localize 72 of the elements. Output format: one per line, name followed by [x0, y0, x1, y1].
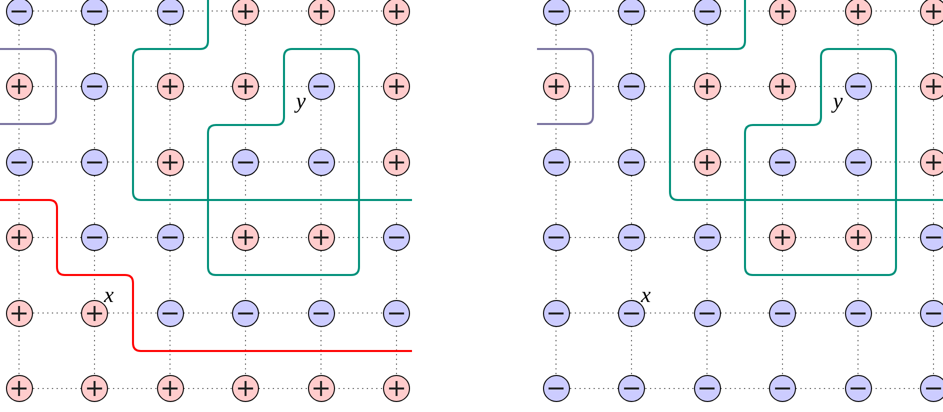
plus-spin-circle: + — [156, 375, 184, 402]
minus-spin-circle: − — [542, 375, 570, 402]
plus-spin-circle: + — [6, 73, 32, 100]
plus-spin-circle: + — [383, 0, 410, 24]
plus-spin-circle: + — [542, 73, 570, 100]
minus-spin-circle: − — [694, 224, 720, 251]
minus-spin-circle: − — [844, 300, 872, 326]
plus-spin-circle: + — [920, 0, 943, 24]
minus-spin-circle: − — [618, 148, 645, 176]
minus-spin-circle: − — [694, 0, 720, 24]
plus-spin-circle: + — [383, 375, 410, 402]
minus-spin-circle: − — [769, 375, 796, 402]
plus-spin-circle: + — [232, 0, 259, 24]
minus-spin-circle: − — [694, 300, 720, 326]
plus-spin-circle: + — [769, 224, 796, 251]
plus-spin-circle: + — [694, 148, 720, 176]
minus-spin-circle: − — [618, 73, 645, 100]
minus-spin-circle: − — [542, 148, 570, 176]
plus-spin-circle: + — [232, 375, 259, 402]
minus-spin-circle: − — [542, 224, 570, 251]
minus-spin-circle: − — [383, 300, 410, 326]
minus-spin-circle: − — [6, 148, 32, 176]
minus-spin-circle: − — [844, 148, 872, 176]
plus-spin-circle: + — [308, 224, 334, 251]
minus-spin-circle: − — [81, 0, 108, 24]
plus-spin-circle: + — [844, 0, 872, 24]
minus-spin-circle: − — [920, 375, 943, 402]
minus-spin-circle: − — [308, 73, 334, 100]
minus-spin-circle: − — [542, 0, 570, 24]
minus-spin-circle: − — [156, 0, 184, 24]
plus-spin-circle: + — [6, 375, 32, 402]
site-label: y — [296, 90, 306, 112]
minus-spin-circle: − — [618, 0, 645, 24]
plus-spin-circle: + — [81, 375, 108, 402]
minus-spin-circle: − — [844, 73, 872, 100]
minus-spin-circle: − — [6, 0, 32, 24]
plus-spin-circle: + — [308, 0, 334, 24]
plus-spin-circle: + — [156, 73, 184, 100]
plus-spin-circle: + — [383, 73, 410, 100]
minus-spin-circle: − — [232, 148, 259, 176]
site-label: y — [833, 90, 843, 112]
minus-spin-circle: − — [232, 300, 259, 326]
plus-spin-circle: + — [769, 0, 796, 24]
minus-spin-circle: − — [920, 224, 943, 251]
plus-spin-circle: + — [920, 73, 943, 100]
minus-spin-circle: − — [542, 300, 570, 326]
minus-spin-circle: − — [769, 148, 796, 176]
minus-spin-circle: − — [308, 148, 334, 176]
minus-spin-circle: − — [81, 224, 108, 251]
minus-spin-circle: − — [769, 300, 796, 326]
minus-spin-circle: − — [618, 375, 645, 402]
minus-spin-circle: − — [156, 224, 184, 251]
plus-spin-circle: + — [308, 375, 334, 402]
minus-spin-circle: − — [383, 224, 410, 251]
minus-spin-circle: − — [81, 148, 108, 176]
minus-spin-circle: − — [920, 300, 943, 326]
minus-spin-circle: − — [81, 73, 108, 100]
plus-spin-circle: + — [6, 224, 32, 251]
plus-spin-circle: + — [232, 73, 259, 100]
plus-spin-circle: + — [844, 224, 872, 251]
plus-spin-circle: + — [769, 73, 796, 100]
plus-spin-circle: + — [383, 148, 410, 176]
plus-spin-circle: + — [156, 148, 184, 176]
plus-spin-circle: + — [920, 148, 943, 176]
minus-spin-circle: − — [694, 375, 720, 402]
minus-spin-circle: − — [156, 300, 184, 326]
plus-spin-circle: + — [6, 300, 32, 326]
minus-spin-circle: − — [308, 300, 334, 326]
plus-spin-circle: + — [232, 224, 259, 251]
minus-spin-circle: − — [844, 375, 872, 402]
plus-spin-circle: + — [694, 73, 720, 100]
minus-spin-circle: − — [618, 224, 645, 251]
